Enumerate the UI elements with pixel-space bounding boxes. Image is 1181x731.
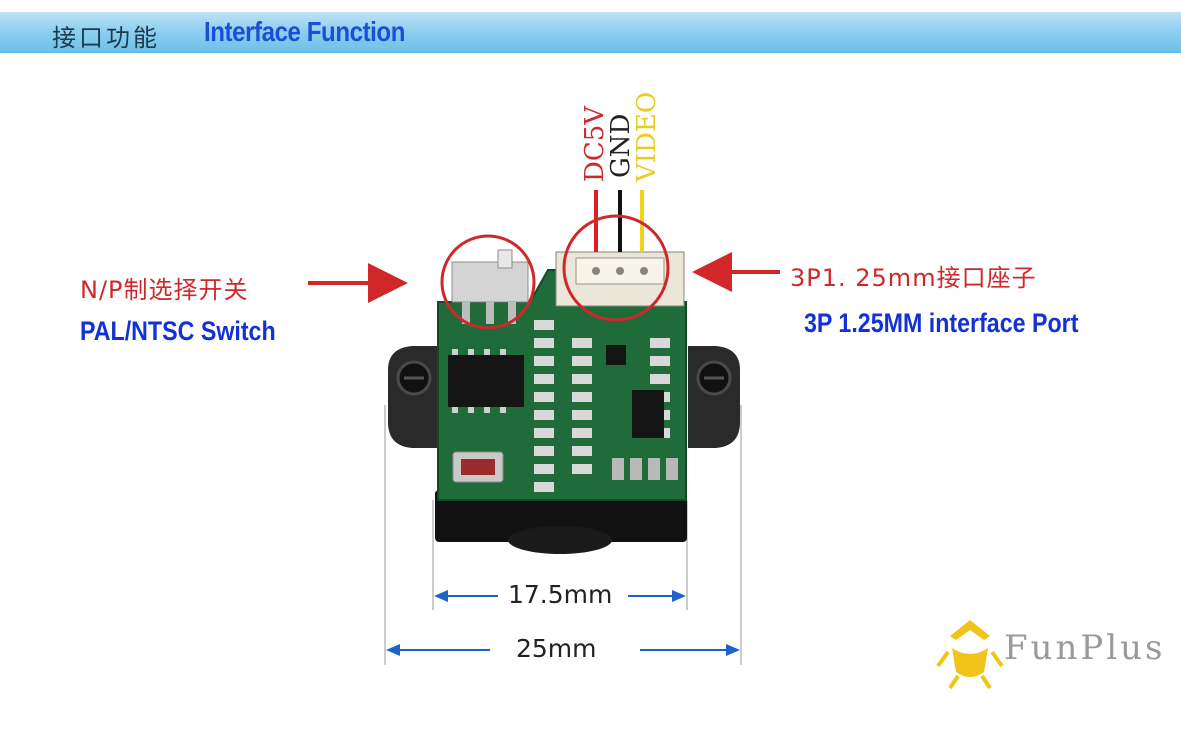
mount-bracket bbox=[388, 346, 740, 448]
slide-switch bbox=[451, 249, 529, 324]
dimension-outer: 25mm bbox=[510, 634, 603, 663]
port-highlight-circle bbox=[562, 214, 670, 322]
switch-highlight-circle bbox=[440, 234, 536, 330]
dimension-arrows bbox=[386, 590, 740, 656]
brand-logo-icon bbox=[936, 620, 1004, 690]
header-banner bbox=[0, 12, 1181, 53]
switch-label-en: PAL/NTSC Switch bbox=[80, 316, 276, 346]
brand-name: FunPlus bbox=[1004, 628, 1166, 668]
port-label-cn: 3P1. 25mm接口座子 bbox=[790, 264, 1037, 292]
port-label-en: 3P 1.25MM interface Port bbox=[804, 308, 1079, 338]
wire-label-video: VIDEO bbox=[632, 91, 662, 182]
switch-label-cn: N/P制选择开关 bbox=[80, 276, 249, 304]
port-connector bbox=[555, 251, 685, 307]
lens-body bbox=[435, 490, 687, 554]
pointer-arrows bbox=[308, 252, 780, 303]
header-title-cn: 接口功能 bbox=[52, 24, 160, 52]
dimension-inner: 17.5mm bbox=[502, 580, 619, 609]
header-title-en: Interface Function bbox=[204, 16, 405, 47]
